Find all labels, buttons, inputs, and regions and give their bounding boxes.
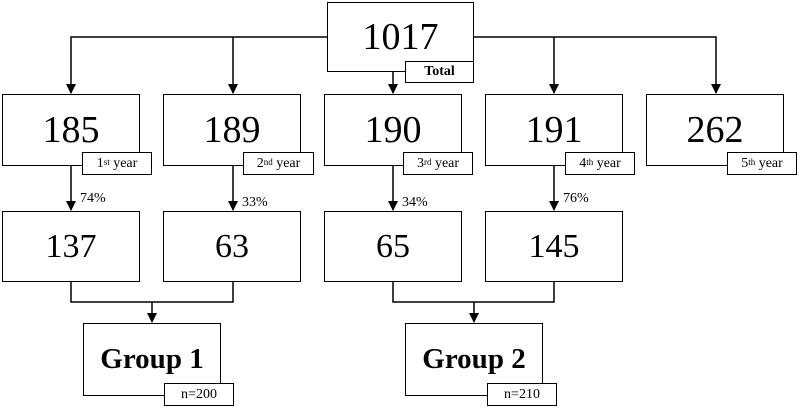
percent-label: 74% [80,191,106,206]
year-value: 185 [42,109,100,151]
group-n-label: n=210 [487,383,557,406]
group-box: Group 2 [405,323,543,396]
percent-label: 76% [563,191,589,206]
subset-value: 65 [376,227,410,265]
group-label: Group 2 [422,343,526,375]
group-merge-line [392,282,555,303]
subset-value: 63 [215,227,249,265]
subset-box: 65 [324,211,462,282]
subset-value: 145 [528,227,580,265]
subset-box: 137 [2,211,140,282]
year-value: 191 [525,109,583,151]
root-branch-line [66,36,327,94]
group-label: Group 1 [100,343,204,375]
subset-box: 63 [163,211,301,282]
root-branch-line [474,36,721,94]
total-label: Total [405,61,474,83]
group-merge-line [70,282,234,303]
subset-box: 145 [485,211,623,282]
percent-label: 34% [402,195,428,210]
year-value: 189 [203,109,261,151]
total-box: 1017 [327,2,474,72]
percent-label: 33% [242,195,268,210]
year-value: 190 [364,109,422,151]
subset-value: 137 [45,227,97,265]
year-value: 262 [686,109,744,151]
group-n-label: n=200 [164,383,234,406]
total-value: 1017 [362,16,439,58]
